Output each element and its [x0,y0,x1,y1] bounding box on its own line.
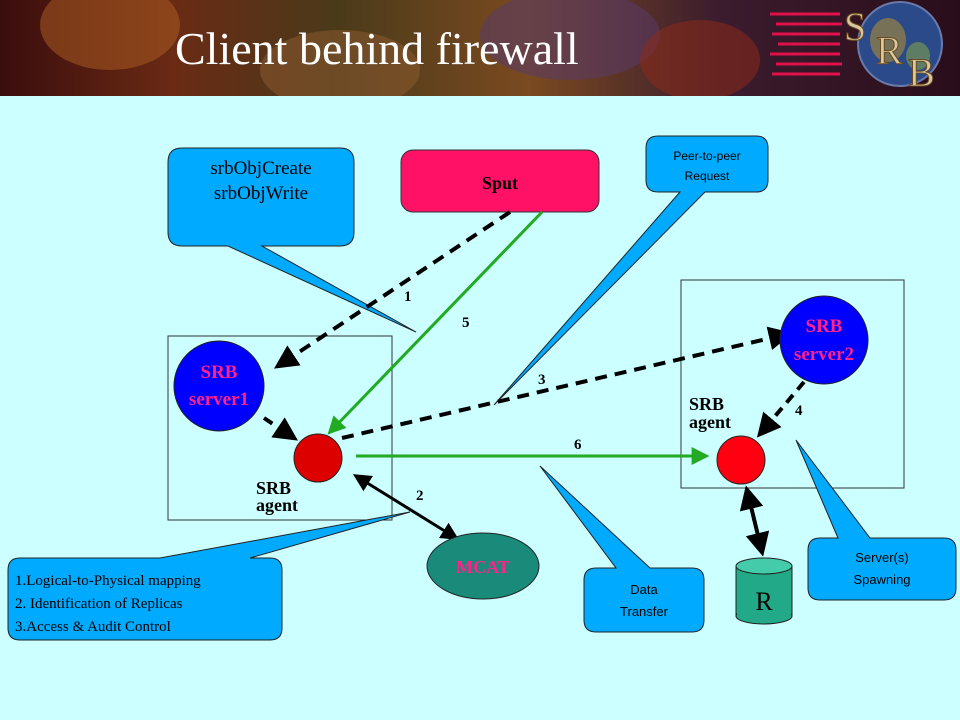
data-transfer-line-2: Transfer [620,604,669,619]
srb-agent1: SRB agent [256,433,343,515]
step-5-arrow [327,210,544,435]
server1-label-line-1: SRB [201,362,238,383]
mcat-label: MCAT [456,557,510,577]
api-callout-line-2: srbObjWrite [214,183,308,204]
step-label-2: 2 [416,488,424,504]
agent2-resource-arrow [739,485,770,557]
peer-callout: Peer-to-peer Request [493,135,769,406]
step-1-arrow [274,210,512,369]
spawning-line-1: Server(s) [855,550,908,565]
spawning-line-2: Spawning [853,572,910,587]
sput-label: Sput [482,173,518,193]
mcat-info-callout: 1.Logical-to-Physical mapping 2. Identif… [7,511,411,641]
mcat-info-line-3: 3.Access & Audit Control [15,619,171,635]
logo-letter-r: R [876,28,903,73]
step-label-5: 5 [462,315,470,331]
mcat-info-line-1: 1.Logical-to-Physical mapping [15,573,201,589]
agent2-label-line-2: agent [689,412,731,432]
sput-client: Sput [400,149,600,213]
server-host-box [680,279,905,489]
server1-to-agent-arrow [262,416,298,441]
peer-callout-line-2: Request [685,169,730,183]
server2-label-line-2: server2 [794,344,854,365]
api-callout: srbObjCreate srbObjWrite [167,147,417,333]
step-label-1: 1 [404,289,412,305]
step-label-4: 4 [795,403,803,419]
mcat-node: MCAT [426,532,540,600]
step-2-arrow [352,474,460,540]
logo-letter-b: B [908,50,935,95]
data-transfer-callout: Data Transfer [539,465,705,633]
step-3-arrow [341,326,793,440]
srb-server1: SRB server1 [173,340,265,432]
agent1-label-line-1: SRB [256,478,291,498]
server2-label-line-1: SRB [806,316,843,337]
step-label-6: 6 [574,437,582,453]
data-transfer-line-1: Data [630,582,658,597]
srb-logo: S R B [770,1,943,96]
step-label-3: 3 [538,372,546,388]
resource-label: R [755,587,773,616]
agent2-label-line-1: SRB [689,394,724,414]
logo-letter-s: S [844,4,866,49]
api-callout-line-1: srbObjCreate [210,158,311,179]
resource-cylinder: R [735,557,793,625]
peer-callout-line-1: Peer-to-peer [673,149,740,163]
title-banner: Client behind firewall S R B [0,0,960,96]
slide-title: Client behind firewall [175,23,579,74]
srb-agent2: SRB agent [689,394,766,485]
agent1-label-line-2: agent [256,495,298,515]
mcat-info-line-2: 2. Identification of Replicas [15,596,183,612]
server1-label-line-2: server1 [189,389,249,410]
step-4-arrow [756,380,806,438]
spawning-callout: Server(s) Spawning [795,439,957,601]
srb-server2: SRB server2 [779,295,869,385]
